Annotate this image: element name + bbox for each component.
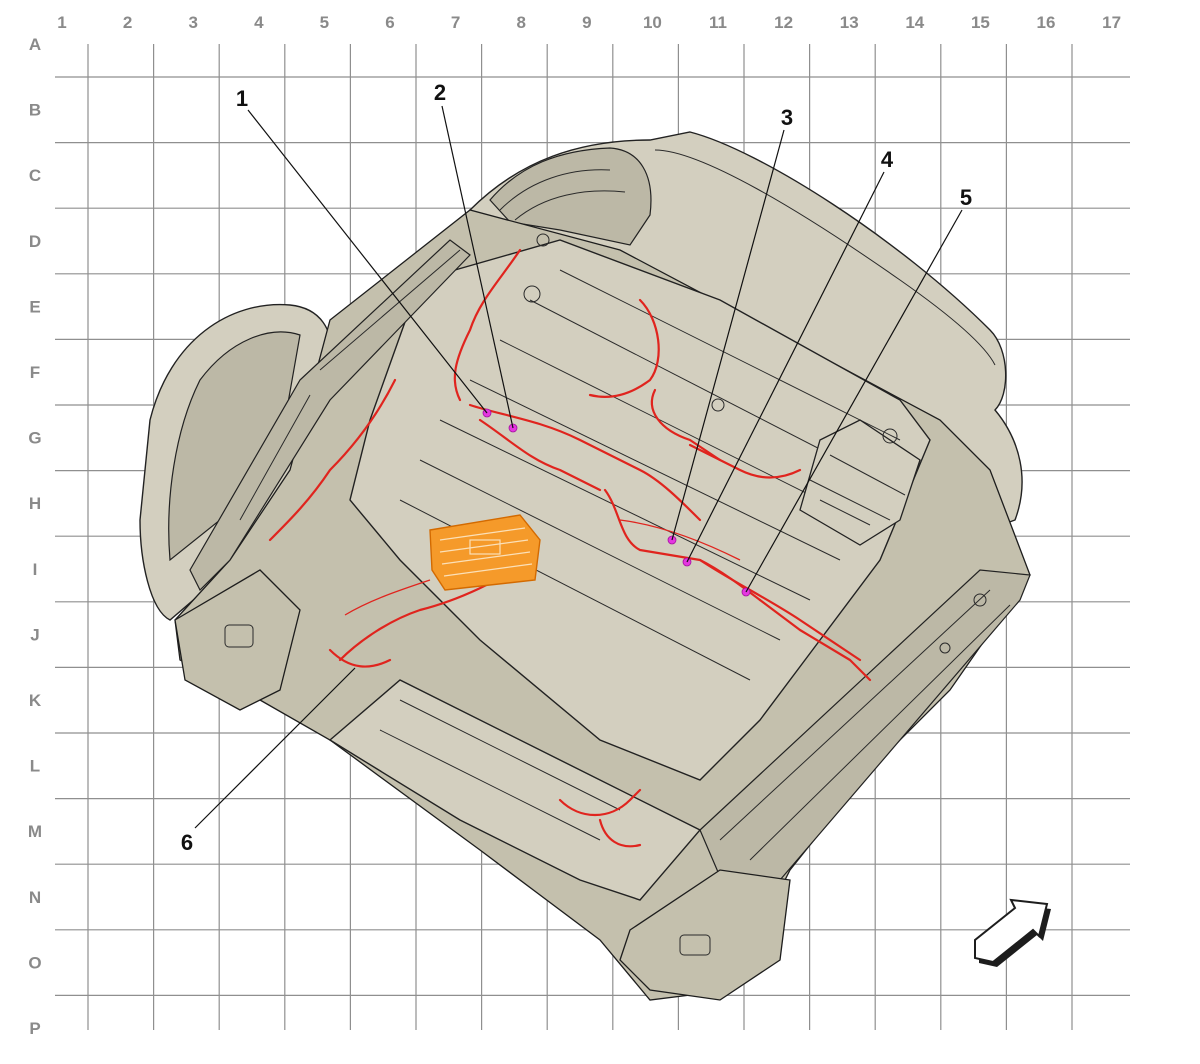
callout-leaders — [194, 105, 963, 829]
grid-column-label: 1 — [57, 13, 66, 32]
grid-row-label: L — [30, 757, 40, 776]
grid-column-label: 7 — [451, 13, 460, 32]
leader-line-6 — [194, 667, 356, 829]
callout-label-3: 3 — [781, 105, 793, 130]
grid-column-label: 13 — [840, 13, 859, 32]
grid-row-label: E — [29, 297, 40, 316]
seat-mount-front-left — [174, 569, 301, 711]
grid-row-label: A — [29, 35, 41, 54]
leader-line-4 — [686, 171, 885, 563]
callout-label-4: 4 — [881, 147, 894, 172]
grid-row-labels: A B C D E F G H I J K L M N O P — [28, 35, 42, 1038]
grid-column-label: 8 — [516, 13, 525, 32]
seat-mount-rear-bolt — [679, 934, 711, 956]
callout-label-1: 1 — [236, 86, 248, 111]
grid-row-label: G — [28, 429, 41, 448]
grid-row-label: M — [28, 822, 42, 841]
grid-column-label: 15 — [971, 13, 990, 32]
seat-side-bolster-left-inner — [168, 331, 301, 562]
seat-assembly — [139, 131, 1031, 1001]
seat-front-panel — [328, 679, 702, 901]
grid-row-label: I — [33, 560, 38, 579]
seat-control-module — [799, 419, 921, 546]
grid-column-label: 17 — [1102, 13, 1121, 32]
grid-row-label: J — [30, 625, 39, 644]
grid-column-label: 14 — [905, 13, 924, 32]
grid-row-label: P — [29, 1019, 40, 1038]
grid-column-label: 6 — [385, 13, 394, 32]
grid-row-label: H — [29, 494, 41, 513]
grid-row-label: C — [29, 166, 41, 185]
grid-column-label: 12 — [774, 13, 793, 32]
seat-rail-right-detail — [719, 589, 1011, 861]
callout-label-5: 5 — [960, 185, 972, 210]
seat-back-headrest — [489, 147, 652, 246]
leader-line-5 — [745, 209, 963, 593]
seat-mount-bolt — [224, 624, 254, 648]
callout-label-6: 6 — [181, 830, 193, 855]
seat-front-panel-detail — [379, 699, 621, 841]
grid-row-label: D — [29, 232, 41, 251]
seat-back-headrest-fold — [499, 169, 626, 221]
grid-column-label: 4 — [254, 13, 264, 32]
seat-cushion-pan — [349, 239, 931, 781]
grid-row-label: N — [29, 888, 41, 907]
grid-row-label: F — [30, 363, 40, 382]
grid-column-label: 16 — [1037, 13, 1056, 32]
grid-column-label: 5 — [320, 13, 329, 32]
grid-column-label: 11 — [709, 13, 727, 32]
grid-column-label: 3 — [188, 13, 197, 32]
grid-row-label: B — [29, 101, 41, 120]
forward-arrow-icon — [974, 898, 1051, 967]
seat-back-top-edge — [654, 149, 996, 366]
seat-rail-left — [189, 239, 471, 592]
grid-column-label: 10 — [643, 13, 662, 32]
grid-column-label: 9 — [582, 13, 591, 32]
leader-line-1 — [247, 109, 488, 414]
callout-labels: 1 2 3 4 5 6 — [181, 80, 972, 855]
seat-rail-left-detail — [239, 249, 461, 521]
grid-column-label: 2 — [123, 13, 132, 32]
seat-fasteners — [523, 233, 987, 654]
leader-line-3 — [671, 129, 785, 541]
seat-control-module-detail — [809, 454, 906, 526]
seat-heater-module — [429, 514, 541, 591]
grid-row-label: O — [28, 953, 41, 972]
leader-line-2 — [441, 105, 514, 429]
callout-label-2: 2 — [434, 80, 446, 105]
grid-row-label: K — [29, 691, 42, 710]
